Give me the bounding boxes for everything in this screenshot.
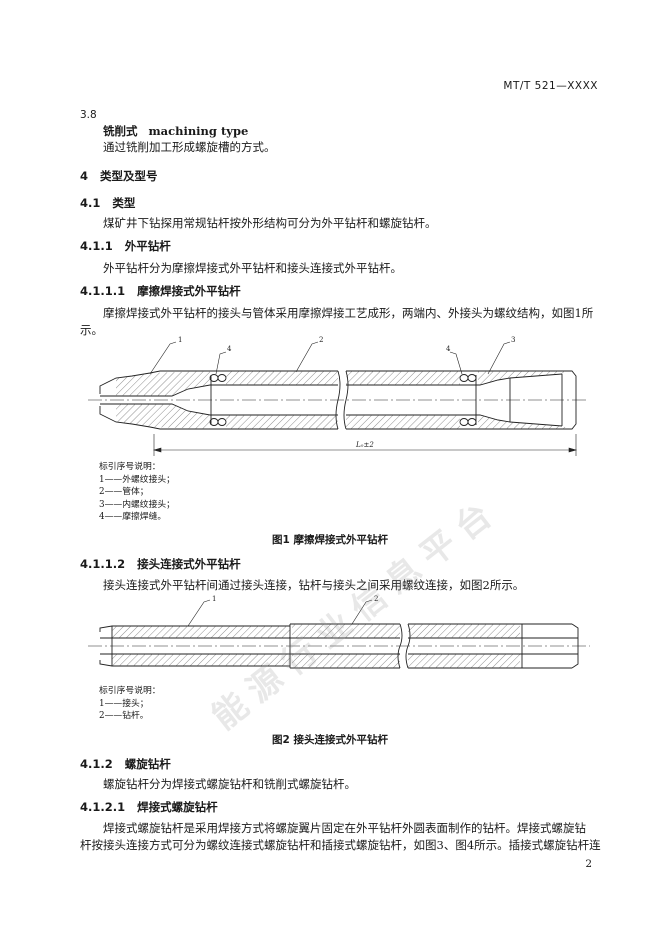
section-number: 4 (80, 169, 89, 183)
page-number: 2 (585, 858, 592, 870)
section-heading-4-1-2-1: 4.1.2.1 焊接式螺旋钻杆 (80, 799, 218, 815)
paragraph-line: 焊接式螺旋钻杆是采用焊接方式将螺旋翼片固定在外平钻杆外圆表面制作的钻杆。焊接式螺… (103, 821, 586, 835)
section-title: 外平钻杆 (124, 239, 171, 253)
legend-title: 标引序号说明： (99, 686, 161, 696)
section-title: 类型 (112, 196, 136, 210)
term-definition: 通过铣削加工形成螺旋槽的方式。 (103, 140, 276, 154)
section-heading-4-1-2: 4.1.2 螺旋钻杆 (80, 756, 171, 772)
term-entry: 铣削式 machining type (103, 123, 248, 139)
section-number: 4.1.1 (80, 239, 113, 253)
standard-code: MT/T 521—XXXX (503, 80, 598, 92)
section-number: 4.1.2.1 (80, 800, 126, 814)
callout-1: 1 (212, 595, 216, 603)
section-title: 类型及型号 (100, 169, 158, 183)
figure-1-drawing: 1 2 3 4 4 L₀±2 (88, 336, 586, 456)
callout-3: 3 (511, 336, 515, 344)
callout-4-left: 4 (227, 345, 232, 353)
term-zh: 铣削式 (103, 124, 138, 138)
section-title: 接头连接式外平钻杆 (137, 557, 241, 571)
paragraph: 煤矿井下钻探用常规钻杆按外形结构可分为外平钻杆和螺旋钻杆。 (103, 216, 437, 230)
figure-2-legend: 标引序号说明： 1——接头； 2——钻杆。 (99, 685, 161, 723)
callout-2: 2 (319, 336, 323, 344)
legend-item: 4——摩擦焊缝。 (99, 512, 167, 523)
section-heading-4: 4 类型及型号 (80, 168, 158, 184)
paragraph-line: 杆按接头连接方式可分为螺纹连接式螺旋钻杆和插接式螺旋钻杆，如图3、图4所示。插接… (80, 838, 601, 852)
paragraph-line: 摩擦焊接式外平钻杆的接头与管体采用摩擦焊接工艺成形，两端内、外接头为螺纹结构，如… (103, 306, 594, 320)
callout-1: 1 (178, 336, 182, 344)
figure-1-caption: 图1 摩擦焊接式外平钻杆 (272, 534, 388, 546)
legend-title: 标引序号说明： (99, 462, 161, 472)
figure-2-caption: 图2 接头连接式外平钻杆 (272, 734, 388, 746)
callout-2: 2 (374, 595, 378, 603)
paragraph: 螺旋钻杆分为焊接式螺旋钻杆和铣削式螺旋钻杆。 (103, 777, 356, 791)
section-number: 4.1.2 (80, 757, 113, 771)
legend-item: 2——管体； (99, 487, 149, 498)
section-title: 焊接式螺旋钻杆 (137, 800, 218, 814)
legend-item: 1——外螺纹接头； (99, 474, 175, 485)
section-title: 摩擦焊接式外平钻杆 (137, 284, 241, 298)
section-heading-4-1-1-1: 4.1.1.1 摩擦焊接式外平钻杆 (80, 283, 241, 299)
legend-item: 1——接头； (99, 698, 149, 709)
paragraph: 外平钻杆分为摩擦焊接式外平钻杆和接头连接式外平钻杆。 (103, 261, 402, 275)
section-number: 4.1.1.2 (80, 557, 126, 571)
callout-4-right: 4 (446, 345, 451, 353)
paragraph: 接头连接式外平钻杆间通过接头连接，钻杆与接头之间采用螺纹连接，如图2所示。 (103, 578, 525, 592)
section-title: 螺旋钻杆 (124, 757, 171, 771)
clause-number: 3.8 (80, 109, 97, 121)
section-heading-4-1-1-2: 4.1.1.2 接头连接式外平钻杆 (80, 556, 241, 572)
section-heading-4-1: 4.1 类型 (80, 195, 135, 211)
figure-2-drawing: 1 2 (88, 595, 590, 669)
term-en: machining type (148, 124, 249, 138)
dimension-label: L₀±2 (355, 441, 374, 449)
figure-1-legend: 标引序号说明： 1——外螺纹接头； 2——管体； 3——内螺纹接头； 4——摩擦… (99, 461, 175, 524)
section-number: 4.1 (80, 196, 101, 210)
section-number: 4.1.1.1 (80, 284, 126, 298)
paragraph-line: 示。 (80, 323, 103, 337)
legend-item: 2——钻杆。 (99, 711, 149, 722)
section-heading-4-1-1: 4.1.1 外平钻杆 (80, 238, 171, 254)
legend-item: 3——内螺纹接头； (99, 499, 175, 510)
